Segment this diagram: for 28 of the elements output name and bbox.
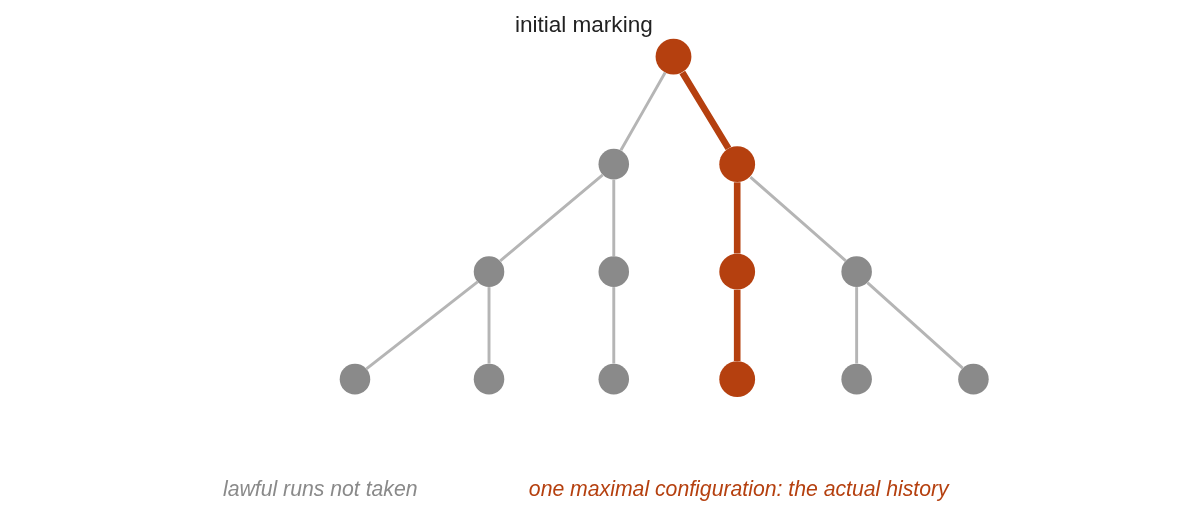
- node-circle: [718, 146, 755, 183]
- node-circle: [473, 363, 504, 395]
- connector: [679, 70, 731, 151]
- node-circle: [598, 256, 629, 287]
- connector: [611, 287, 615, 364]
- connector: [748, 176, 847, 262]
- connector: [733, 289, 741, 361]
- label: one maximal configuration: the actual history: [528, 477, 949, 501]
- node-circle: [339, 363, 370, 395]
- node-circle: [598, 148, 629, 180]
- node-circle: [718, 361, 755, 398]
- connector: [487, 287, 490, 364]
- node-circle: [957, 363, 989, 395]
- connector: [733, 182, 741, 254]
- connector: [619, 71, 666, 152]
- connector: [854, 287, 858, 364]
- connector: [364, 280, 478, 371]
- node-circle: [840, 363, 872, 395]
- node-circle: [598, 363, 629, 395]
- node-label: initial marking: [514, 11, 653, 37]
- node-circle: [718, 253, 755, 290]
- connector: [611, 179, 615, 257]
- node-circle: [473, 256, 504, 287]
- node-circle: [840, 256, 872, 287]
- connector: [498, 173, 604, 262]
- label: lawful runs not taken: [222, 477, 418, 501]
- connector: [865, 281, 964, 370]
- node-circle: [655, 38, 691, 75]
